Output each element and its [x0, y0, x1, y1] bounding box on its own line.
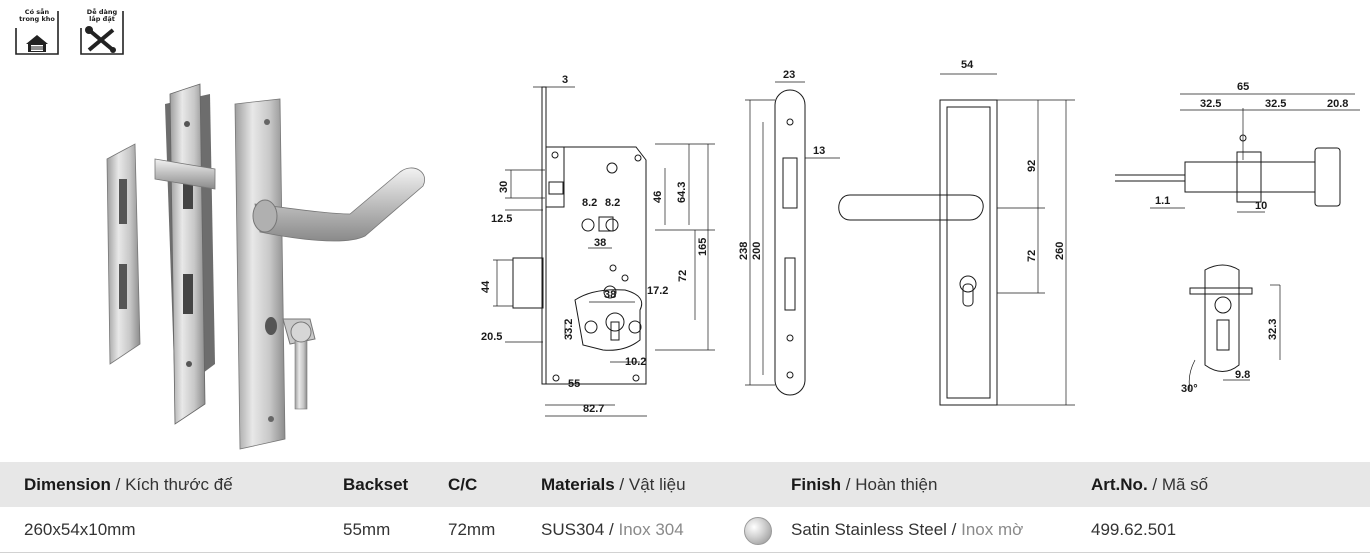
dim-label-44: 44: [480, 280, 492, 293]
dim-label-33-2: 33.2: [563, 319, 575, 340]
header-dimension: Dimension / Kích thước đế: [24, 475, 233, 494]
dim-label-260: 260: [1054, 242, 1066, 260]
dim-label-8-2-b: 8.2: [605, 197, 620, 209]
dim-label-82-7: 82.7: [583, 403, 604, 415]
in-stock-badge: Có sẵn trong kho: [14, 8, 60, 58]
dim-label-46: 46: [652, 191, 664, 203]
dim-label-55: 55: [568, 378, 580, 390]
in-stock-line2: trong kho: [19, 15, 55, 23]
dim-label-32-3: 32.3: [1267, 319, 1279, 340]
dim-label-13: 13: [813, 145, 825, 157]
dim-label-92: 92: [1026, 160, 1038, 172]
finish-swatch-icon: [744, 517, 772, 545]
dim-label-1-1: 1.1: [1155, 195, 1170, 207]
handle-drawing: 54 92 72 260: [838, 60, 1075, 406]
tools-icon: [85, 26, 116, 53]
header-cc: C/C: [448, 475, 478, 494]
dim-label-238: 238: [738, 242, 750, 260]
cylinder-drawing: 65 32.5 32.5 20.8 1.1 10 32.3 30° 9.8: [1115, 81, 1360, 395]
product-photo: [106, 83, 425, 450]
header-materials: Materials / Vật liệu: [541, 475, 686, 494]
dim-label-30-deg: 30°: [1181, 383, 1198, 395]
dim-label-38-b: 38: [604, 289, 616, 301]
cell-artno: 499.62.501: [1091, 520, 1177, 539]
dim-label-20-8: 20.8: [1327, 98, 1348, 110]
dim-label-12-5: 12.5: [491, 213, 512, 225]
dim-label-72-handle: 72: [1026, 250, 1038, 262]
spec-table: Dimension / Kích thước đế Backset C/C Ma…: [0, 462, 1370, 553]
lock-body-drawing: 3 30 12.5 46 64.3 8.2 8.2 38 165 72 44 3…: [480, 74, 715, 417]
cell-material: SUS304 / Inox 304: [541, 520, 684, 539]
cell-cc: 72mm: [448, 520, 496, 539]
cell-dimension: 260x54x10mm: [24, 520, 136, 539]
cell-backset: 55mm: [343, 520, 391, 539]
dim-label-65: 65: [1237, 81, 1249, 93]
dim-label-9-8: 9.8: [1235, 369, 1250, 381]
cell-finish: Satin Stainless Steel / Inox mờ: [791, 520, 1024, 539]
dim-label-54: 54: [961, 60, 974, 71]
dim-label-64-3: 64.3: [676, 182, 688, 203]
dim-label-8-2-a: 8.2: [582, 197, 597, 209]
spec-table-header: Dimension / Kích thước đế Backset C/C Ma…: [0, 462, 1370, 507]
header-artno: Art.No. / Mã số: [1091, 475, 1209, 494]
dim-label-32-5-b: 32.5: [1265, 98, 1286, 110]
easy-install-line1: Dễ dàng: [86, 8, 118, 16]
in-stock-badge-frame: [15, 11, 59, 55]
dim-label-10: 10: [1255, 200, 1267, 212]
header-finish: Finish / Hoàn thiện: [791, 475, 938, 494]
warehouse-icon: [26, 35, 48, 52]
dim-label-20-5: 20.5: [481, 331, 502, 343]
easy-install-badge: Dễ dàng lắp đặt: [79, 8, 125, 58]
dim-label-72: 72: [677, 270, 689, 282]
dim-label-32-5-a: 32.5: [1200, 98, 1221, 110]
dim-label-165: 165: [697, 238, 709, 256]
dim-label-10-2: 10.2: [625, 356, 646, 368]
dim-label-38-a: 38: [594, 237, 606, 249]
easy-install-line2: lắp đặt: [89, 15, 115, 23]
table-row: 260x54x10mm 55mm 72mm SUS304 / Inox 304 …: [0, 507, 1370, 553]
faceplate-drawing: 23 13 238 200: [738, 69, 840, 396]
in-stock-line1: Có sẵn: [24, 8, 50, 16]
easy-install-badge-frame: [80, 11, 124, 55]
dim-label-17-2: 17.2: [647, 285, 668, 297]
dim-label-23: 23: [783, 69, 795, 81]
header-backset: Backset: [343, 475, 409, 494]
dim-label-3: 3: [562, 74, 568, 86]
dim-label-200: 200: [751, 242, 763, 260]
dim-label-30: 30: [498, 181, 510, 193]
